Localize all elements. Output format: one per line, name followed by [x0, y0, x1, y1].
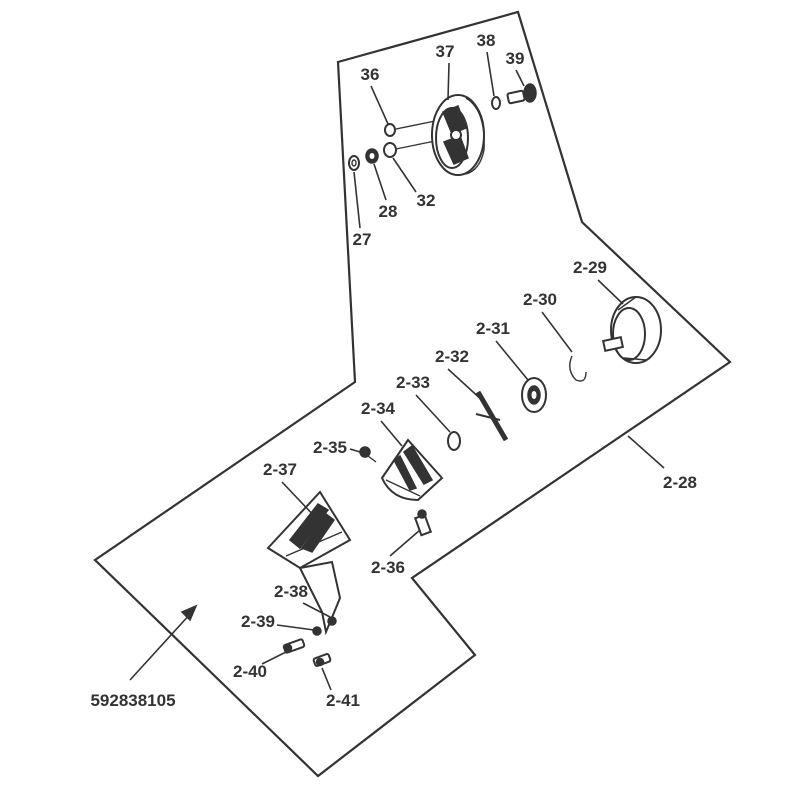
label-2-30: 2-30 [523, 290, 557, 309]
label-2-37: 2-37 [263, 460, 297, 479]
label-2-31: 2-31 [476, 319, 510, 338]
label-39: 39 [506, 49, 525, 68]
catalog-pointer-line [129, 611, 193, 681]
part-2-40-bolt [282, 638, 306, 654]
upper-leader-lines [353, 51, 525, 229]
part-2-34-housing [380, 438, 444, 502]
lower-leader-lines [261, 279, 665, 691]
label-37: 37 [436, 42, 455, 61]
label-2-41: 2-41 [326, 691, 360, 710]
assembly-outline [93, 10, 732, 778]
label-2-28: 2-28 [663, 473, 697, 492]
label-38: 38 [477, 31, 496, 50]
label-2-36: 2-36 [371, 558, 405, 577]
part-2-39-washer [312, 626, 322, 636]
part-38-washer [491, 96, 501, 110]
label-2-39: 2-39 [241, 612, 275, 631]
label-2-40: 2-40 [233, 662, 267, 681]
part-2-29-clutch-drum [601, 296, 662, 364]
part-32-bushing [383, 142, 397, 158]
part-27-washer [348, 155, 360, 171]
part-2-37-bracket [266, 490, 352, 636]
part-2-35-screw [359, 446, 377, 463]
label-2-33: 2-33 [396, 373, 430, 392]
label-2-32: 2-32 [435, 347, 469, 366]
label-2-38: 2-38 [274, 582, 308, 601]
part-2-30-circlip [569, 355, 587, 382]
part-36-bushing [384, 123, 396, 137]
part-2-38-nut [327, 616, 337, 626]
label-32: 32 [417, 191, 436, 210]
part-2-33-washer [447, 431, 461, 451]
label-catalog-number: 592838105 [90, 691, 175, 710]
label-28: 28 [379, 202, 398, 221]
label-27: 27 [353, 230, 372, 249]
part-39-screw [506, 83, 537, 105]
label-2-35: 2-35 [313, 438, 347, 457]
upper-assembly-parts [348, 83, 537, 176]
lower-assembly-parts [129, 296, 662, 681]
part-2-41-screw [312, 653, 332, 667]
label-2-29: 2-29 [573, 258, 607, 277]
label-2-34: 2-34 [361, 399, 396, 418]
part-37-hub [431, 94, 485, 176]
catalog-pointer-arrowhead [180, 604, 198, 622]
part-2-36-bolt [413, 509, 433, 537]
part-2-31-bearing [521, 377, 547, 413]
label-36: 36 [361, 65, 380, 84]
